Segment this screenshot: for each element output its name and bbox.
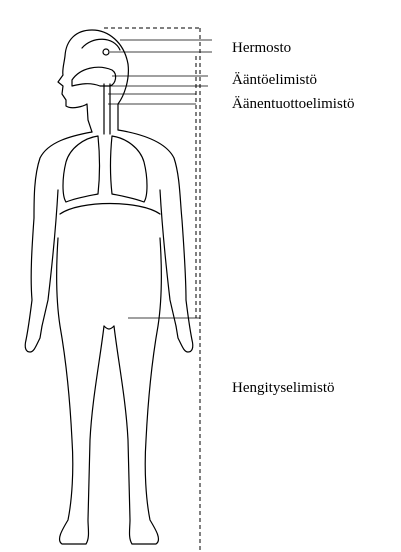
trachea bbox=[104, 84, 110, 134]
right-leg bbox=[114, 238, 161, 544]
left-lung bbox=[63, 136, 100, 202]
brain-node bbox=[103, 49, 109, 55]
label-hengityselimisto: Hengityselimistö bbox=[232, 381, 335, 396]
torso-left bbox=[26, 132, 92, 340]
right-inner-arm bbox=[160, 190, 176, 326]
nasal-cavity bbox=[72, 67, 116, 86]
label-hermosto: Hermosto bbox=[232, 41, 291, 56]
diaphragm bbox=[60, 204, 160, 215]
left-leg bbox=[57, 238, 104, 544]
crotch bbox=[104, 326, 114, 329]
left-inner-arm bbox=[42, 190, 58, 326]
label-aanentuottoelimisto: Äänentuottoelimistö bbox=[232, 97, 354, 112]
torso-right bbox=[118, 130, 192, 340]
right-lung bbox=[111, 136, 148, 202]
brain-outline bbox=[82, 39, 120, 50]
label-aantoelimisto: Ääntöelimistö bbox=[232, 73, 317, 88]
head-back bbox=[118, 64, 128, 130]
